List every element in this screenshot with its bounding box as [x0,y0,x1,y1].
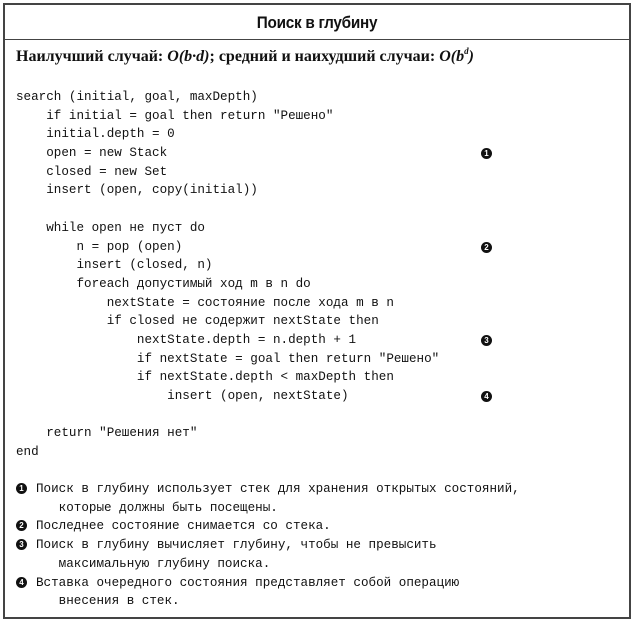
algorithm-title: Поиск в глубину [256,13,378,32]
code-line: n = pop (open) 2 [16,238,492,257]
code-text: insert (closed, n) [16,258,213,273]
code-marker-1: 1 [481,148,492,160]
code-text: closed = new Set [16,164,168,179]
code-line: if nextState.depth < maxDepth then [16,368,439,387]
code-text: end [16,445,39,460]
footnote-1: 1 Поиск в глубину использует стек для хра… [16,480,520,517]
code-line: insert (open, nextState) 4 [16,387,492,406]
code-text: open = new Stack [16,146,168,161]
code-line: if nextState = goal then return "Решено" [16,350,439,369]
code-line: closed = new Set [16,163,439,182]
worst-case-expression: O(bd) [439,46,474,65]
footnote-3: 3 Поиск в глубину вычисляет глубину, чтоб… [16,536,520,573]
footnotes: 1 Поиск в глубину использует стек для хра… [16,480,520,611]
code-text: if closed не содержит nextState then [16,314,379,329]
algorithm-box: Поиск в глубину Наилучший случай: O(b·d)… [3,3,631,619]
code-line: nextState = состояние после хода m в n [16,294,439,313]
code-text: if initial = goal then return "Решено" [16,108,334,123]
worst-case-base: O(b [439,48,465,65]
code-line: while open не пуст do [16,219,439,238]
best-case-expression: O(b·d) [167,48,210,65]
best-case-label: Наилучший случай: [16,48,164,65]
footnote-text: Вставка очередного состояния представляе… [36,575,460,609]
worst-case-close: ) [468,48,474,65]
code-marker-2: 2 [481,241,492,253]
code-text: foreach допустимый ход m в n do [16,276,311,291]
code-text: n = pop (open) [16,239,183,254]
footnote-text: Поиск в глубину вычисляет глубину, чтобы… [36,538,437,571]
code-text: return "Решения нет" [16,426,198,441]
title-divider [5,39,629,40]
footnote-2: 2 Последнее состояние снимается со стека. [16,517,520,536]
code-text: search (initial, goal, maxDepth) [16,90,258,104]
code-text: insert (open, copy(initial)) [16,183,258,198]
code-line [16,200,439,219]
footnote-text: Последнее состояние снимается со стека. [36,519,331,534]
footnote-marker: 1 [16,483,27,494]
code-marker-3: 3 [481,334,492,346]
worst-case-exponent: d [464,46,469,56]
other-cases-label: ; средний и наихудший случаи: [209,48,436,65]
code-line: nextState.depth = n.depth + 1 3 [16,331,492,350]
code-text: nextState = состояние после хода m в n [16,295,394,310]
code-text: if nextState.depth < maxDepth then [16,370,394,385]
footnote-marker: 3 [16,539,27,551]
code-text: initial.depth = 0 [16,127,175,142]
code-text: while open не пуст do [16,220,205,235]
code-line: insert (open, copy(initial)) [16,181,439,200]
code-text: nextState.depth = n.depth + 1 [16,332,357,347]
footnote-marker: 2 [16,520,27,532]
complexity-line: Наилучший случай: O(b·d); средний и наих… [16,46,474,66]
footnote-text: Поиск в глубину использует стек для хран… [36,482,520,515]
footnote-4: 4 Вставка очередного состояния представля… [16,574,520,611]
code-text: if nextState = goal then return "Решено" [16,351,440,366]
code-line: open = new Stack 1 [16,144,492,163]
code-line: return "Решения нет" [16,424,439,443]
code-marker-4: 4 [481,391,492,402]
code-line: if initial = goal then return "Решено" [16,107,439,126]
code-line: if closed не содержит nextState then [16,312,439,331]
code-text: insert (open, nextState) [16,389,349,403]
code-line: insert (closed, n) [16,256,439,275]
code-line: end [16,443,439,462]
code-line: search (initial, goal, maxDepth) [16,88,439,107]
code-line: initial.depth = 0 [16,125,439,144]
pseudocode-block: search (initial, goal, maxDepth) if init… [16,88,492,462]
footnote-marker: 4 [16,576,27,588]
code-line: foreach допустимый ход m в n do [16,275,439,294]
code-line [16,406,439,425]
